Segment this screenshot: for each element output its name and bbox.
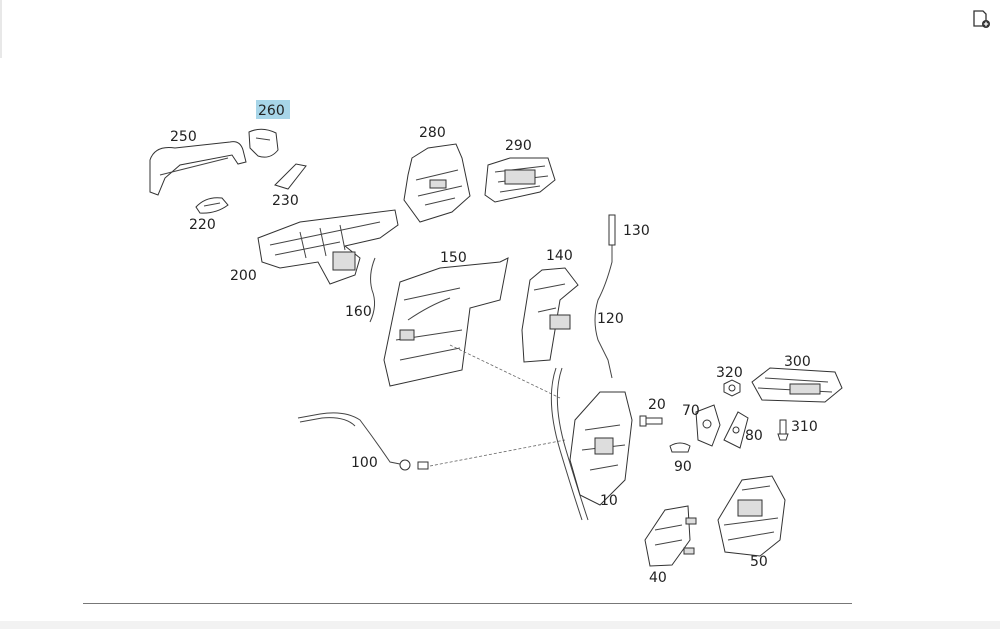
callout-260[interactable]: 260 xyxy=(258,103,285,119)
callout-220[interactable]: 220 xyxy=(189,217,216,233)
part-gasket-230[interactable] xyxy=(274,163,307,190)
callout-300[interactable]: 300 xyxy=(784,354,811,370)
part-bolt-20[interactable] xyxy=(639,415,663,427)
callout-230[interactable]: 230 xyxy=(272,193,299,209)
callout-160[interactable]: 160 xyxy=(345,304,372,320)
part-screw-90[interactable] xyxy=(669,442,691,453)
part-cable-100[interactable] xyxy=(297,412,566,471)
selected-callout-highlight xyxy=(256,100,290,119)
part-cover-290[interactable] xyxy=(484,157,556,203)
callout-80[interactable]: 80 xyxy=(745,428,763,444)
callout-250[interactable]: 250 xyxy=(170,129,197,145)
part-rod-120-130[interactable] xyxy=(594,214,616,379)
part-nut-320[interactable] xyxy=(723,379,741,397)
callout-120[interactable]: 120 xyxy=(597,311,624,327)
part-handle-carrier[interactable] xyxy=(257,209,399,285)
part-screw-310[interactable] xyxy=(777,419,789,441)
callout-290[interactable]: 290 xyxy=(505,138,532,154)
callout-90[interactable]: 90 xyxy=(674,459,692,475)
callout-40[interactable]: 40 xyxy=(649,570,667,586)
document-add-icon xyxy=(973,10,990,28)
part-outer-handle[interactable] xyxy=(149,141,247,196)
callout-140[interactable]: 140 xyxy=(546,248,573,264)
connector-line xyxy=(449,344,561,399)
callout-280[interactable]: 280 xyxy=(419,125,446,141)
part-bracket-140[interactable] xyxy=(521,267,579,363)
callout-20[interactable]: 20 xyxy=(648,397,666,413)
callout-100[interactable]: 100 xyxy=(351,455,378,471)
part-cover-280[interactable] xyxy=(403,143,471,223)
callout-310[interactable]: 310 xyxy=(791,419,818,435)
diagram-bottom-rule xyxy=(83,603,852,604)
part-plate-80[interactable] xyxy=(723,411,749,449)
part-bracket-70[interactable] xyxy=(695,404,721,447)
callout-50[interactable]: 50 xyxy=(750,554,768,570)
bottom-strip xyxy=(0,621,1000,629)
callout-200[interactable]: 200 xyxy=(230,268,257,284)
callout-10[interactable]: 10 xyxy=(600,493,618,509)
callout-130[interactable]: 130 xyxy=(623,223,650,239)
callout-70[interactable]: 70 xyxy=(682,403,700,419)
part-cover-40[interactable] xyxy=(644,505,697,567)
part-module-300[interactable] xyxy=(751,367,843,403)
part-rod-160[interactable] xyxy=(369,257,376,323)
part-housing-50[interactable] xyxy=(717,475,786,557)
part-handle-cap[interactable] xyxy=(248,128,279,158)
export-document-button[interactable] xyxy=(968,6,994,32)
part-gasket-220[interactable] xyxy=(195,197,229,214)
callout-150[interactable]: 150 xyxy=(440,250,467,266)
part-panel-150[interactable] xyxy=(383,257,509,387)
callout-320[interactable]: 320 xyxy=(716,365,743,381)
part-door-latch[interactable] xyxy=(550,367,633,521)
left-panel-edge xyxy=(0,0,2,58)
